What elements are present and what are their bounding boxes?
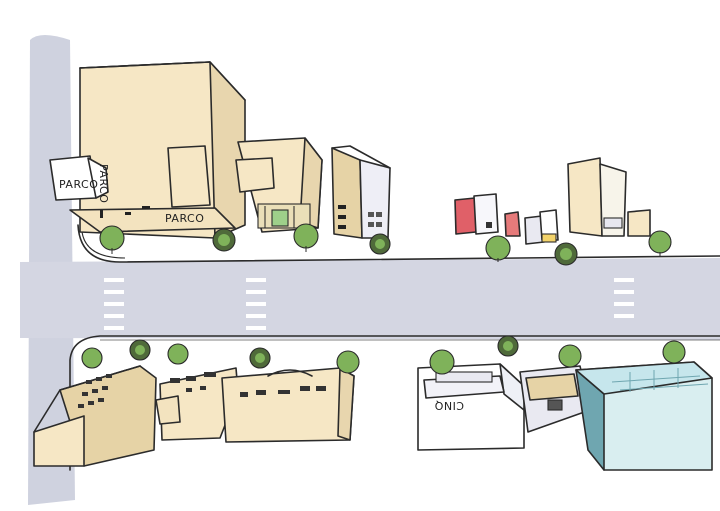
cinema-sign: CINQ bbox=[434, 399, 464, 412]
south-building-1 bbox=[33, 365, 157, 467]
tree-icon bbox=[558, 344, 582, 368]
tree-icon bbox=[336, 350, 360, 374]
tree-icon bbox=[81, 347, 103, 369]
glass-building bbox=[575, 361, 713, 471]
road bbox=[20, 35, 720, 505]
tree-icon bbox=[369, 233, 391, 255]
tree-icon bbox=[648, 230, 672, 256]
tree-icon bbox=[662, 340, 686, 364]
crosswalk-icon bbox=[104, 278, 634, 330]
north-building-2 bbox=[235, 137, 323, 233]
parco-rooftop-sign: PARCO bbox=[59, 178, 98, 191]
tree-icon bbox=[485, 235, 511, 262]
tree-icon bbox=[554, 242, 578, 266]
parco-vertical-sign: PARCO bbox=[97, 164, 110, 203]
tree-icon bbox=[293, 223, 319, 252]
cinema-building: CINQ bbox=[417, 363, 525, 451]
north-building-4 bbox=[567, 157, 651, 237]
south-building-3 bbox=[221, 367, 355, 443]
south-trees bbox=[81, 335, 686, 375]
tree-icon bbox=[129, 339, 151, 361]
south-shop bbox=[519, 365, 591, 433]
tree-icon bbox=[497, 335, 519, 357]
tree-icon bbox=[167, 343, 189, 365]
north-shops bbox=[454, 193, 559, 245]
north-trees bbox=[99, 223, 672, 266]
tree-icon bbox=[429, 349, 455, 375]
parco-facade-sign: PARCO bbox=[165, 212, 204, 225]
north-building-3 bbox=[331, 145, 391, 239]
tree-icon bbox=[249, 347, 271, 369]
tree-icon bbox=[99, 225, 125, 254]
tree-icon bbox=[212, 228, 236, 252]
parco-building: PARCO PARCO PARCO bbox=[49, 61, 246, 239]
